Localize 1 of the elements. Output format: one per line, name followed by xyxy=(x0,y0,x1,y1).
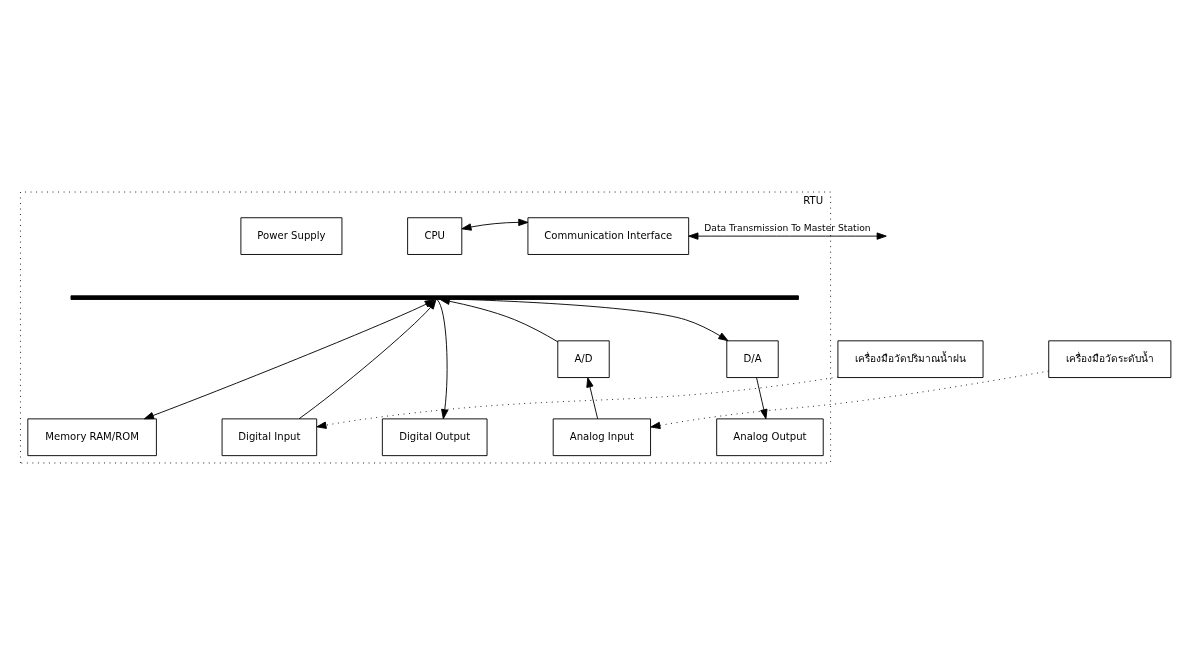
edge-label: Data Transmission To Master Station xyxy=(704,221,871,233)
